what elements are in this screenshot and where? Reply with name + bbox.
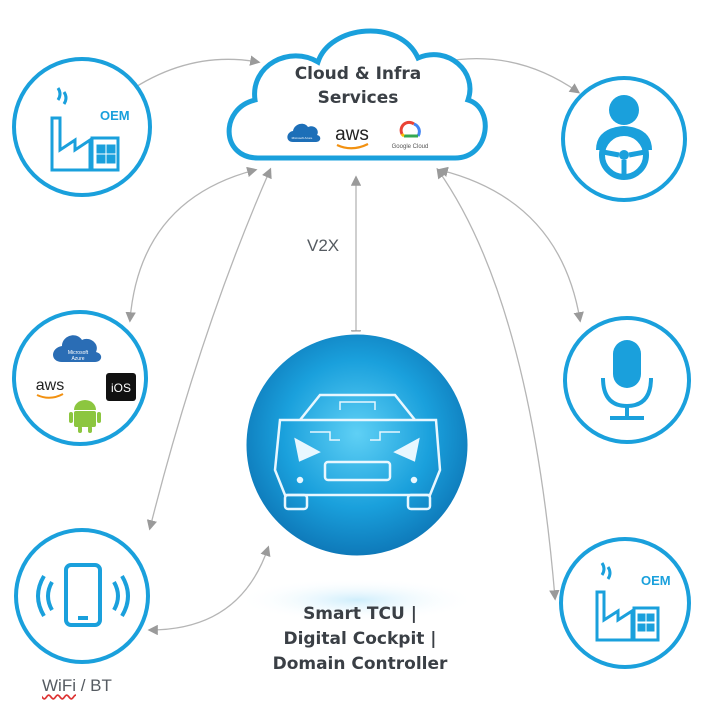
phone-node (14, 528, 150, 664)
platforms-aws-logo: aws (36, 377, 64, 394)
factory-icon (50, 87, 120, 172)
aws-logo: aws (335, 124, 369, 145)
driver-steering-wheel-icon (596, 95, 652, 180)
connector-cloud-platforms (125, 166, 258, 323)
smartphone-wireless-icon (36, 563, 130, 627)
connector-cloud-driver (439, 55, 581, 94)
android-icon (69, 400, 101, 433)
microsoft-azure-icon: Microsoft Azure (53, 335, 102, 362)
connector-cloud-oem-bottom (436, 167, 560, 601)
center-node (237, 331, 477, 622)
oem-top-node: OEM (12, 57, 152, 197)
cloud-shape (226, 28, 488, 161)
ios-badge (106, 373, 136, 401)
platforms-azure-label: Azure (71, 356, 84, 362)
microphone-icon (601, 340, 653, 420)
platforms-microsoft-label: Microsoft (68, 350, 89, 356)
microsoft-azure-logo-text: Microsoft Azure (292, 136, 313, 140)
aws-smile-icon (336, 143, 369, 150)
microsoft-azure-logo: Microsoft Azure (287, 123, 321, 142)
google-cloud-logo: Google Cloud (392, 120, 429, 150)
connected-car-icon (273, 393, 442, 511)
oem-top-label: OEM (100, 108, 130, 123)
cloud-services-node: Microsoft Azure aws Google Cloud (226, 28, 488, 161)
oem-bottom-label: OEM (641, 573, 671, 588)
connectors (125, 55, 584, 636)
oem-bottom-node: OEM (559, 537, 691, 669)
platforms-ios-label: iOS (111, 381, 131, 395)
connector-phone-car (147, 545, 271, 636)
connector-cloud-voice (437, 166, 584, 323)
platforms-aws-smile-icon (36, 393, 64, 399)
platforms-node: Microsoft Azure aws iOS (12, 310, 148, 446)
connector-cloud-phone (146, 167, 272, 531)
driver-node (561, 76, 687, 202)
voice-node (563, 316, 691, 444)
google-cloud-logo-text: Google Cloud (392, 144, 429, 150)
connector-oem-top-cloud (125, 55, 261, 94)
factory-icon (595, 562, 660, 642)
